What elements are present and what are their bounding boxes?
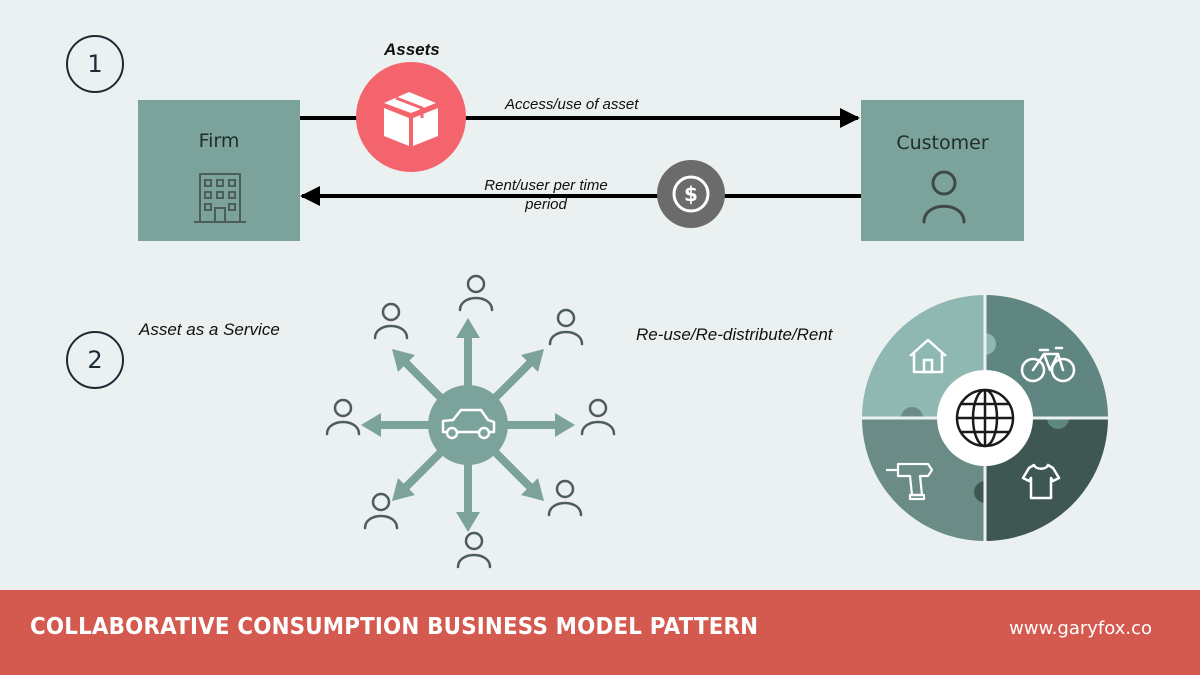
- step-2-number: 2: [87, 346, 103, 374]
- asset-sharing-hub: [325, 274, 616, 569]
- customer-label: Customer: [896, 132, 989, 154]
- assets-label: Assets: [384, 40, 440, 59]
- building-icon: [194, 173, 246, 223]
- firm-label: Firm: [198, 130, 240, 152]
- asset-service-label: Asset as a Service: [139, 320, 280, 339]
- footer-banner: COLLABORATIVE CONSUMPTION BUSINESS MODEL…: [0, 590, 1200, 675]
- footer-title: COLLABORATIVE CONSUMPTION BUSINESS MODEL…: [30, 614, 759, 640]
- customer-box: Customer: [861, 100, 1024, 241]
- footer-url[interactable]: www.garyfox.co: [1009, 618, 1152, 639]
- firm-box: Firm: [138, 100, 300, 241]
- rent-label-line1: Rent/user per time: [484, 177, 608, 194]
- svg-text:$: $: [684, 182, 698, 206]
- person-icon: [922, 170, 966, 224]
- firm-icon-layer: [194, 173, 246, 223]
- bicycle-icon: [1020, 346, 1076, 383]
- drill-icon: [886, 462, 934, 501]
- globe-icon: [955, 388, 1015, 448]
- step-1-badge: 1: [66, 35, 124, 93]
- diagram-canvas: $: [194, 62, 1108, 569]
- rent-label: Rent/user per time period: [479, 176, 613, 214]
- dollar-coin-icon: $: [657, 160, 725, 228]
- package-icon: [356, 62, 466, 172]
- house-icon: [909, 338, 947, 374]
- rent-label-line2: period: [525, 196, 567, 213]
- step-2-badge: 2: [66, 331, 124, 389]
- access-label: Access/use of asset: [505, 96, 639, 113]
- car-icon: [441, 408, 496, 440]
- step-1-number: 1: [87, 50, 103, 78]
- sharing-puzzle: [862, 295, 1108, 541]
- tshirt-icon: [1021, 463, 1061, 500]
- reuse-label: Re-use/Re-distribute/Rent: [636, 325, 833, 344]
